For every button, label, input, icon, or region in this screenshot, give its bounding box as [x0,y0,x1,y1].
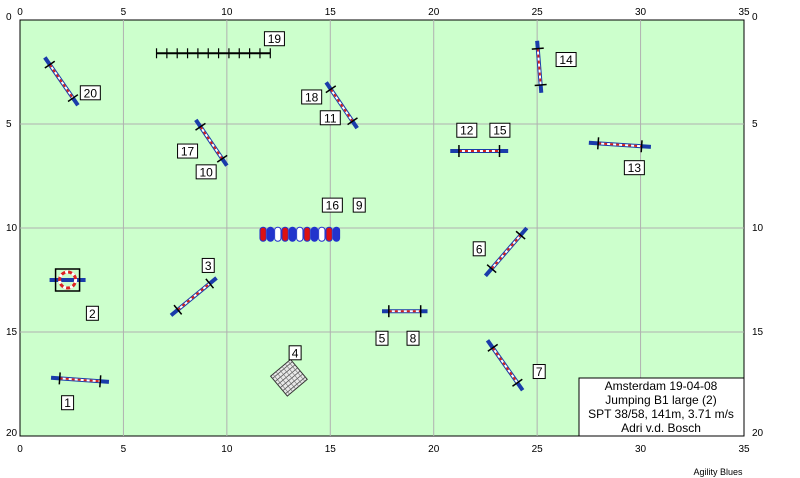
jump-3-jump [169,276,218,317]
x-tick-bottom-10: 10 [221,444,233,455]
svg-text:10: 10 [199,165,213,179]
y-tick-right-10: 10 [752,223,764,234]
obstacle-number-13: 13 [623,160,645,176]
svg-text:1: 1 [64,396,71,410]
svg-text:7: 7 [536,365,543,379]
y-tick-right-15: 15 [752,327,764,338]
jump-12-jump [450,145,509,158]
svg-text:13: 13 [628,161,642,175]
tunnel [259,226,341,242]
y-tick-left-20: 20 [6,428,18,439]
x-tick-bottom-35: 35 [738,444,750,455]
x-tick-top-0: 0 [17,7,23,18]
x-tick-bottom-30: 30 [635,444,647,455]
svg-text:9: 9 [356,199,363,213]
jump-5-jump [382,305,428,318]
y-tick-left-5: 5 [6,119,12,130]
obstacle-number-7: 7 [532,364,546,380]
jump-14-jump [531,40,547,93]
x-tick-top-10: 10 [221,7,233,18]
svg-text:4: 4 [292,346,299,360]
svg-text:18: 18 [305,90,319,104]
info-line-judge: Adri v.d. Bosch [621,421,701,435]
obstacle-number-8: 8 [406,330,420,346]
credit-text: Agility Blues [693,467,743,477]
table-4 [269,358,308,397]
jump-7-jump [485,339,525,392]
obstacle-number-2: 2 [85,305,99,321]
svg-text:3: 3 [205,259,212,273]
y-tick-right-20: 20 [752,428,764,439]
x-tick-top-20: 20 [428,7,440,18]
svg-text:17: 17 [181,145,195,159]
info-line-stats: SPT 38/58, 141m, 3.71 m/s [588,407,734,421]
y-tick-left-15: 15 [6,327,18,338]
obstacle-number-15: 15 [489,122,511,138]
x-tick-bottom-20: 20 [428,444,440,455]
info-box: Amsterdam 19-04-08 Jumping B1 large (2) … [578,377,745,437]
obstacles-layer [43,40,652,397]
obstacle-number-1: 1 [61,395,75,411]
jump-11-jump [324,81,359,130]
jump-1-jump [50,372,110,388]
obstacle-number-12: 12 [456,122,478,138]
y-tick-right-0: 0 [752,12,758,23]
obstacle-number-9: 9 [352,197,366,213]
jump-20-jump [43,56,80,107]
svg-text:16: 16 [326,199,340,213]
y-tick-left-0: 0 [6,12,12,23]
svg-text:15: 15 [493,124,507,138]
x-tick-bottom-5: 5 [121,444,127,455]
obstacle-number-10: 10 [195,164,217,180]
obstacle-number-5: 5 [375,330,389,346]
obstacle-number-6: 6 [472,241,486,257]
svg-text:14: 14 [559,53,573,67]
weave-poles [155,48,271,59]
obstacle-number-20: 20 [79,85,101,101]
svg-text:19: 19 [268,32,282,46]
x-tick-bottom-15: 15 [325,444,337,455]
y-tick-left-10: 10 [6,223,18,234]
svg-text:11: 11 [324,111,337,125]
obstacle-number-18: 18 [301,89,323,105]
svg-text:12: 12 [460,124,474,138]
x-tick-top-25: 25 [532,7,544,18]
svg-text:8: 8 [410,332,417,346]
x-tick-top-30: 30 [635,7,647,18]
svg-text:6: 6 [476,242,483,256]
svg-text:2: 2 [89,307,96,321]
obstacle-number-17: 17 [177,143,199,159]
info-line-class: Jumping B1 large (2) [605,393,716,407]
info-box-frame [578,377,745,437]
tire-2 [49,268,86,292]
info-line-venue: Amsterdam 19-04-08 [605,379,718,393]
y-tick-right-5: 5 [752,119,758,130]
jump-10-jump [194,118,229,167]
jump-6-jump [483,226,529,278]
obstacle-number-16: 16 [321,197,343,213]
x-tick-bottom-0: 0 [17,444,23,455]
x-tick-top-15: 15 [325,7,337,18]
x-tick-top-5: 5 [121,7,127,18]
svg-text:20: 20 [84,86,98,100]
obstacle-number-19: 19 [263,31,285,46]
x-tick-bottom-25: 25 [532,444,544,455]
obstacle-number-11: 11 [319,110,341,126]
jump-13-jump [588,137,652,153]
obstacle-number-14: 14 [555,52,577,68]
obstacle-number-4: 4 [288,345,302,361]
svg-text:5: 5 [379,332,386,346]
obstacle-number-3: 3 [201,257,215,273]
x-tick-top-35: 35 [738,7,750,18]
